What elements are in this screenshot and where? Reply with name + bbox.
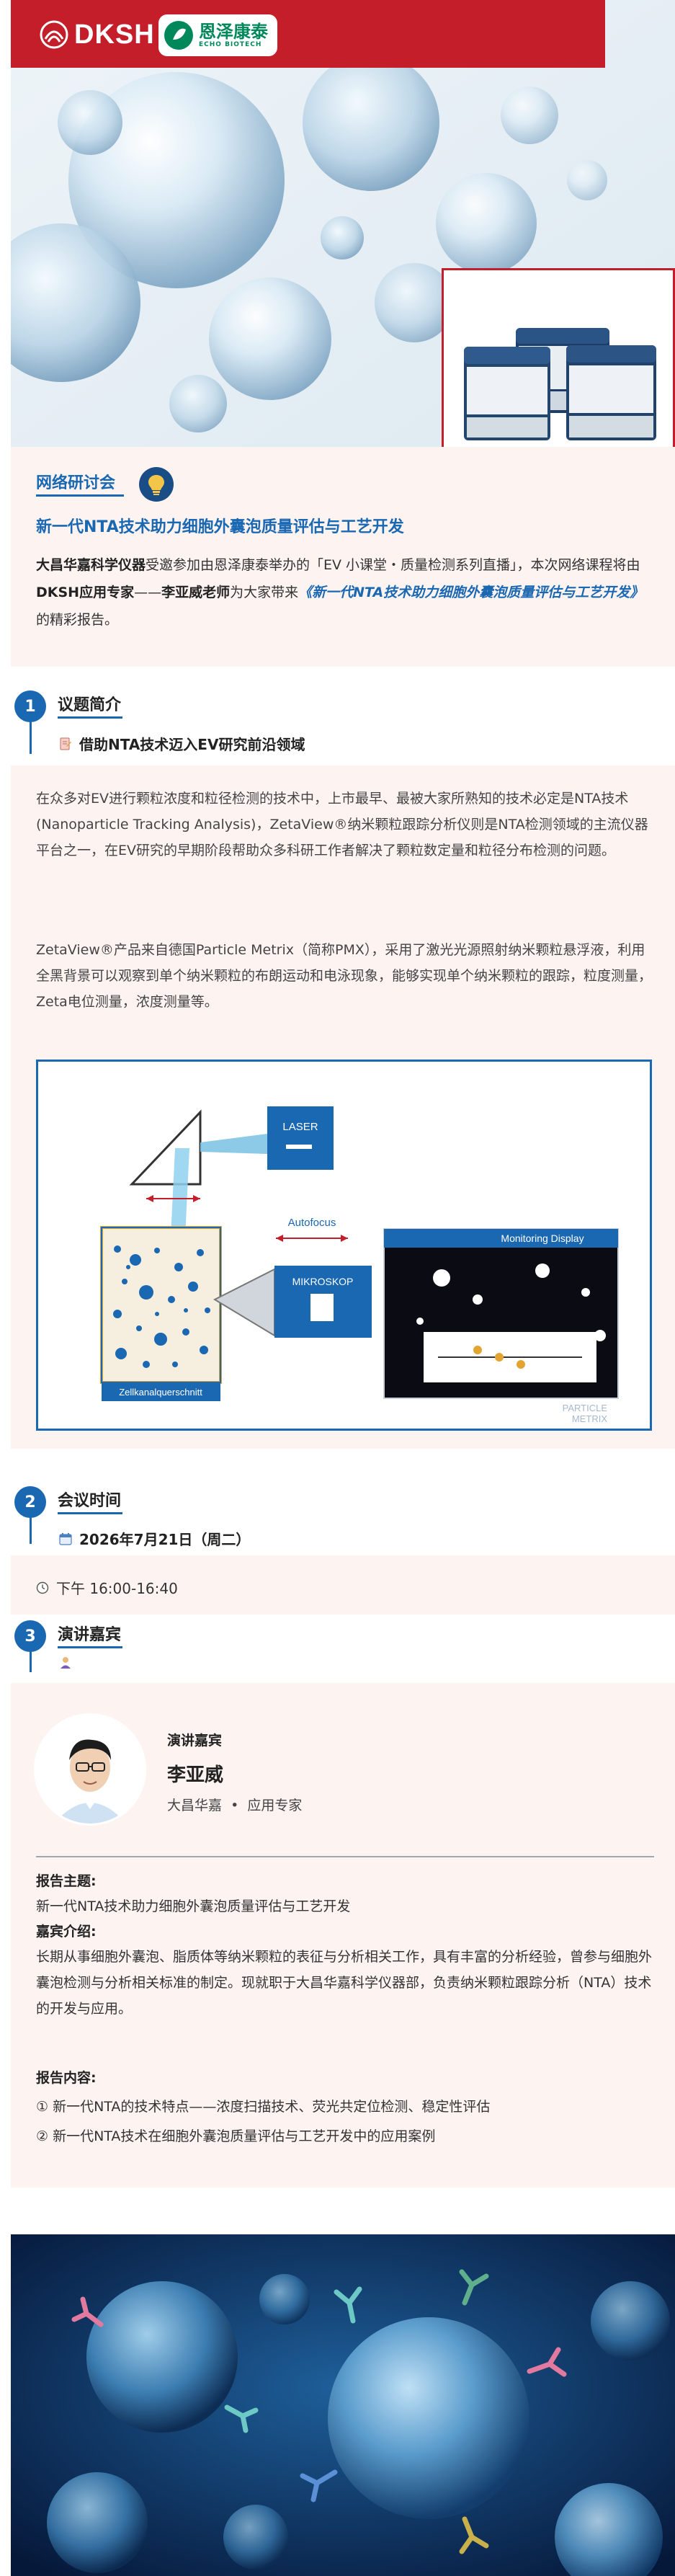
section-1-subtitle: 借助NTA技术迈入EV研究前沿领域 [79, 736, 305, 753]
section-1-underline [58, 716, 122, 719]
bio-label: 嘉宾介绍: [36, 1924, 97, 1940]
document-icon [60, 737, 71, 750]
section-1-line [30, 721, 32, 754]
intro-expert: DKSH应用专家 [36, 585, 135, 600]
section-3-title: 演讲嘉宾 [58, 1626, 122, 1644]
calendar-icon [59, 1532, 72, 1545]
meeting-time: 下午 16:00-16:40 [56, 1580, 178, 1597]
pmx-logo-1: PARTICLE [563, 1403, 608, 1413]
section-number-3: 3 [14, 1620, 46, 1652]
intro-speaker: 李亚威老师 [161, 585, 231, 600]
speaker-divider [36, 1856, 654, 1857]
echo-leaf-icon [164, 21, 193, 50]
intro-report-title: 《新一代NTA技术助力细胞外囊泡质量评估与工艺开发》 [298, 585, 644, 600]
meeting-date: 2026年7月21日（周二） [79, 1531, 251, 1548]
content-item-1: ① 新一代NTA的技术特点——浓度扫描技术、荧光共定位检测、稳定性评估 [36, 2099, 491, 2115]
section-3-underline [58, 1646, 122, 1648]
dksh-logo: DKSH [40, 19, 155, 50]
dksh-wordmark: DKSH [74, 19, 155, 50]
meeting-date-row: 2026年7月21日（周二） [59, 1528, 250, 1549]
content-label: 报告内容: [36, 2070, 97, 2086]
speaker-avatar [36, 1715, 144, 1824]
section-2-title: 会议时间 [58, 1492, 122, 1510]
topic-text: 新一代NTA技术助力细胞外囊泡质量评估与工艺开发 [36, 1898, 351, 1914]
monitor-label: Monitoring Display [501, 1233, 584, 1244]
topic-label: 报告主题: [36, 1873, 97, 1889]
section-1-subtitle-row: 借助NTA技术迈入EV研究前沿领域 [59, 733, 305, 754]
vesicle-bubbles-image [11, 0, 675, 447]
section-3-line [30, 1651, 32, 1672]
intro-text-3: 的精彩报告。 [36, 612, 119, 628]
person-icon [61, 1657, 71, 1669]
speaker-role: 演讲嘉宾 [167, 1733, 223, 1749]
meeting-time-row: 下午 16:00-16:40 [36, 1577, 178, 1598]
speaker-name: 李亚威 [167, 1764, 224, 1786]
pmx-logo-2: METRIX [572, 1413, 607, 1424]
section-number-1: 1 [14, 690, 46, 722]
clock-icon [36, 1581, 49, 1594]
webinar-title: 新一代NTA技术助力细胞外囊泡质量评估与工艺开发 [36, 518, 404, 536]
lightbulb-icon [139, 467, 174, 502]
mikroskop-label: MIKROSKOP [292, 1276, 354, 1287]
nta-principle-diagram: LASER Autofocus Zellkanalquerschnitt MIK… [36, 1060, 652, 1431]
intro-text-1: 受邀参加由恩泽康泰举办的「EV 小课堂・质量检测系列直播」，本次网络课程将由 [146, 557, 640, 573]
intro-text-2: 为大家带来 [230, 585, 299, 600]
speaker-org: 大昌华嘉 • 应用专家 [167, 1798, 303, 1813]
echo-cn-name: 恩泽康泰 [199, 22, 268, 42]
content-item-2: ② 新一代NTA技术在细胞外囊泡质量评估与工艺开发中的应用案例 [36, 2128, 436, 2144]
laser-label: LASER [282, 1121, 318, 1133]
intro-company: 大昌华嘉科学仪器 [36, 557, 146, 573]
webinar-intro: 大昌华嘉科学仪器受邀参加由恩泽康泰举办的「EV 小课堂・质量检测系列直播」，本次… [36, 551, 656, 634]
webinar-label-underline [36, 494, 124, 497]
section-2-underline [58, 1512, 122, 1514]
meeting-time-box [11, 1555, 675, 1615]
section-1-para-1: 在众多对EV进行颗粒浓度和粒径检测的技术中，上市最早、最被大家所熟知的技术必定是… [36, 791, 648, 858]
bio-text: 长期从事细胞外囊泡、脂质体等纳米颗粒的表征与分析相关工作，具有丰富的分析经验，曾… [36, 1949, 653, 2017]
dksh-mark-icon [40, 20, 68, 49]
intro-dash: —— [134, 585, 162, 600]
brand-bar [11, 0, 605, 68]
hero-banner [11, 0, 675, 447]
echo-en-name: ECHO BIOTECH [199, 41, 262, 48]
extracellular-vesicle-image [11, 2234, 675, 2576]
echo-biotech-logo: 恩泽康泰 ECHO BIOTECH [158, 14, 277, 56]
webinar-label: 网络研讨会 [36, 474, 116, 492]
cell-channel-label: Zellkanalquerschnitt [119, 1387, 202, 1398]
section-number-2: 2 [14, 1486, 46, 1518]
section-1-para-2: ZetaView®产品来自德国Particle Metrix（简称PMX），采用… [36, 942, 653, 1010]
webinar-section [11, 447, 675, 667]
section-2-line [30, 1516, 32, 1544]
section-1-title: 议题简介 [58, 696, 122, 714]
autofocus-label: Autofocus [288, 1217, 336, 1229]
